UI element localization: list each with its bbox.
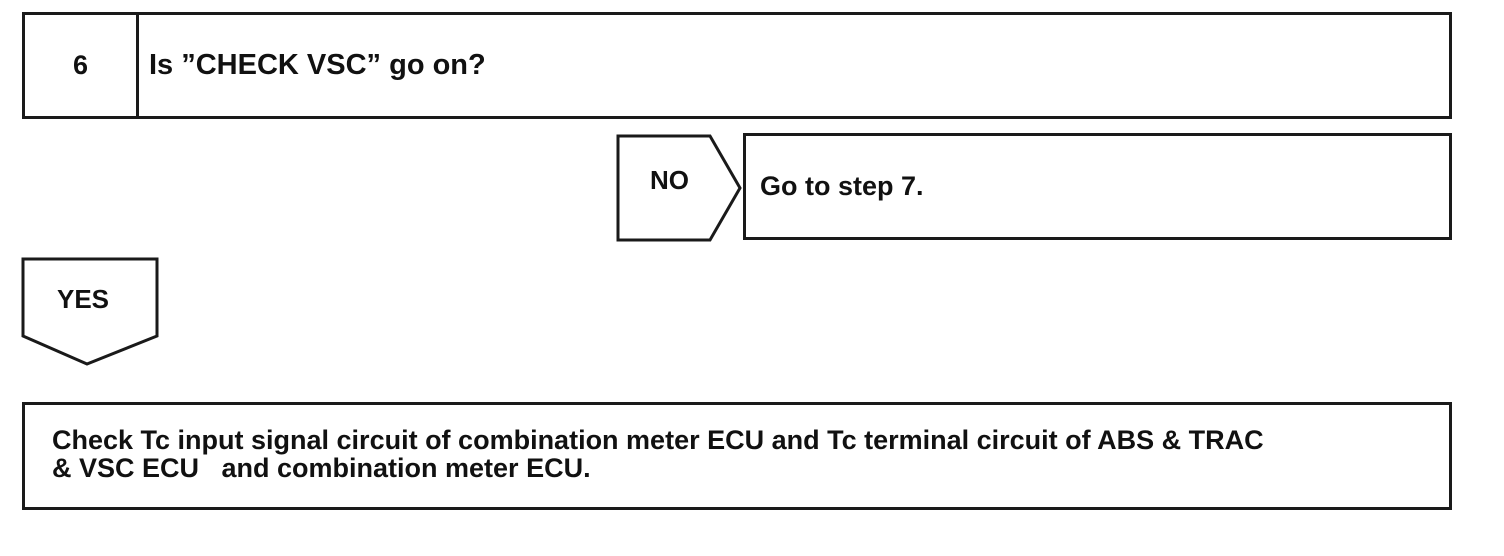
yes-branch-arrow xyxy=(21,257,159,366)
no-branch-arrow xyxy=(616,134,742,242)
yes-branch-label: YES xyxy=(57,284,110,314)
result-line-2: & VSC ECU and combination meter ECU. xyxy=(52,453,591,483)
yes-branch-result-text: Check Tc input signal circuit of combina… xyxy=(52,426,1442,482)
step-divider xyxy=(136,15,139,116)
no-branch-label: NO xyxy=(650,165,689,195)
step-question: Is ”CHECK VSC” go on? xyxy=(149,49,486,81)
yes-branch-result-box: Check Tc input signal circuit of combina… xyxy=(22,402,1452,510)
no-branch-action-box: Go to step 7. xyxy=(743,133,1452,240)
no-branch-action-text: Go to step 7. xyxy=(760,171,924,201)
result-line-1: Check Tc input signal circuit of combina… xyxy=(52,425,1264,455)
step-header-box: 6 Is ”CHECK VSC” go on? xyxy=(22,12,1452,119)
step-number: 6 xyxy=(72,50,89,80)
